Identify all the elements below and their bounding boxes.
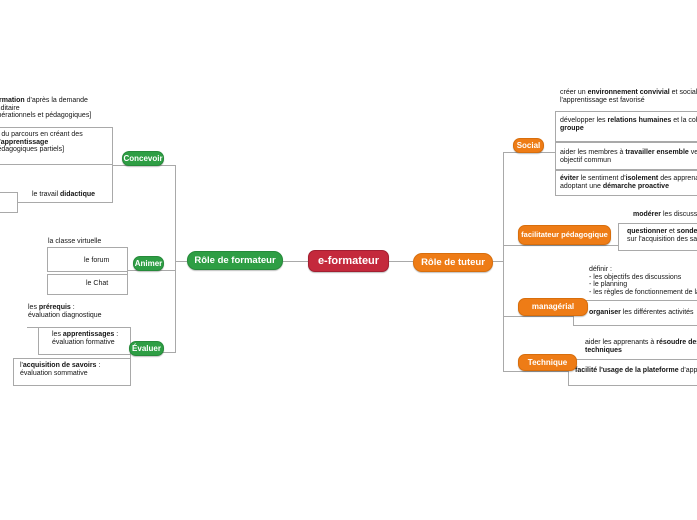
node-balisage-box[interactable] bbox=[0, 127, 113, 165]
node-apprentissages-text: les apprentissages :évaluation formative bbox=[52, 331, 119, 346]
node-moderer[interactable]: modérer les discussions bbox=[633, 211, 697, 218]
node-eviter-isolement-box[interactable] bbox=[555, 170, 697, 196]
connector bbox=[503, 152, 504, 371]
node-travail-didactique-child-box[interactable] bbox=[0, 192, 18, 213]
connector bbox=[503, 245, 618, 246]
connector bbox=[112, 127, 113, 203]
node-chat-text: le Chat bbox=[86, 280, 109, 287]
node-concevoir[interactable]: Concevoir bbox=[122, 151, 164, 166]
node-facilitateur-pedagogique[interactable]: facilitateur pédagogique bbox=[518, 225, 611, 245]
connector bbox=[503, 371, 568, 372]
node-forum-box[interactable] bbox=[47, 247, 128, 272]
connector bbox=[130, 327, 131, 386]
node-questionner-text: questionner et sonder les apprenantssur … bbox=[627, 228, 697, 243]
node-animer[interactable]: Animer bbox=[133, 256, 164, 271]
node-evaluer[interactable]: Évaluer bbox=[129, 341, 164, 356]
node-eviter-isolement-text: éviter le sentiment d'isolement des appr… bbox=[560, 175, 697, 190]
node-acquisition-savoirs-box[interactable] bbox=[13, 358, 131, 386]
connector bbox=[283, 261, 308, 262]
node-aider-travailler-ensemble-box[interactable] bbox=[555, 142, 697, 170]
node-developper-relations-text: développer les relations humaines et la … bbox=[560, 117, 697, 132]
node-definir-formation[interactable]: définir la formation d'après la demanded… bbox=[0, 97, 92, 119]
node-forum-text: le forum bbox=[84, 257, 110, 264]
node-managerial[interactable]: managérial bbox=[518, 298, 588, 316]
node-developper-relations-box[interactable] bbox=[555, 111, 697, 142]
node-organiser-text: organiser les différentes activités bbox=[589, 309, 694, 316]
connector bbox=[175, 165, 176, 353]
node-aider-resoudre[interactable]: aider les apprenants à résoudre des prob… bbox=[585, 339, 697, 354]
connector bbox=[503, 316, 573, 317]
node-role-de-formateur[interactable]: Rôle de formateur bbox=[187, 251, 283, 270]
node-questionner-box[interactable] bbox=[618, 223, 697, 251]
node-e-formateur[interactable]: e-formateur bbox=[308, 250, 389, 272]
node-creer-environnement[interactable]: créer un environnement convivial et soci… bbox=[560, 89, 697, 104]
node-apprentissages-box[interactable] bbox=[38, 327, 131, 355]
node-social[interactable]: Social bbox=[513, 138, 544, 153]
node-role-de-tuteur[interactable]: Rôle de tuteur bbox=[413, 253, 493, 272]
node-definir-regles[interactable]: définir :- les objectifs des discussions… bbox=[589, 266, 697, 296]
node-technique[interactable]: Technique bbox=[518, 354, 577, 371]
node-acquisition-savoirs-text: l'acquisition de savoirs :évaluation som… bbox=[20, 362, 101, 377]
connector bbox=[175, 261, 187, 262]
node-faciliter-plateforme-text: facilité l'usage de la plateforme d'appr… bbox=[575, 367, 697, 374]
node-faciliter-plateforme-box[interactable] bbox=[568, 359, 697, 386]
node-travail-didactique[interactable]: le travail didactique bbox=[32, 191, 96, 198]
node-classe-virtuelle[interactable]: la classe virtuelle bbox=[48, 238, 102, 245]
node-prerequis[interactable]: les prérequis :évaluation diagnostique bbox=[28, 304, 102, 319]
connector bbox=[493, 261, 503, 262]
node-chat-box[interactable] bbox=[47, 274, 128, 295]
connector bbox=[18, 202, 112, 203]
node-balisage-text: le balisage du parcours en créant dessit… bbox=[0, 131, 83, 153]
node-aider-travailler-ensemble-text: aider les membres à travailler ensemble … bbox=[560, 149, 697, 164]
connector bbox=[389, 261, 413, 262]
